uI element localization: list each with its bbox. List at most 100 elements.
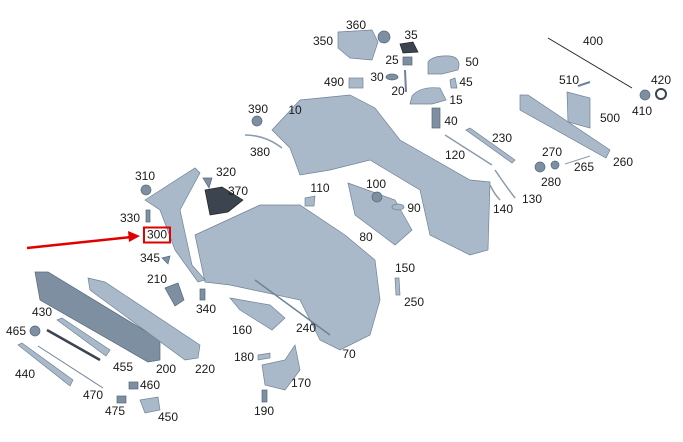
part-360[interactable] bbox=[377, 30, 391, 44]
part-420[interactable] bbox=[655, 88, 667, 100]
part-15[interactable] bbox=[409, 87, 447, 105]
part-210[interactable] bbox=[164, 282, 185, 307]
callout-180[interactable]: 180 bbox=[233, 350, 255, 364]
part-280[interactable] bbox=[534, 161, 546, 173]
part-80[interactable] bbox=[347, 182, 413, 246]
callout-300-highlighted[interactable]: 300 bbox=[142, 226, 172, 244]
part-450[interactable] bbox=[139, 396, 161, 414]
callout-320[interactable]: 320 bbox=[215, 165, 237, 179]
callout-265[interactable]: 265 bbox=[573, 160, 595, 174]
part-510[interactable] bbox=[577, 81, 591, 87]
part-70[interactable] bbox=[194, 204, 381, 351]
callout-230[interactable]: 230 bbox=[491, 131, 513, 145]
callout-90[interactable]: 90 bbox=[407, 201, 421, 215]
callout-500[interactable]: 500 bbox=[599, 111, 621, 125]
part-180[interactable] bbox=[257, 352, 271, 361]
part-370[interactable] bbox=[204, 186, 244, 216]
part-440[interactable] bbox=[17, 342, 74, 387]
part-240[interactable] bbox=[254, 279, 331, 336]
callout-280[interactable]: 280 bbox=[540, 175, 562, 189]
part-30[interactable] bbox=[385, 73, 399, 81]
part-350[interactable] bbox=[337, 29, 379, 61]
part-50[interactable] bbox=[427, 55, 460, 75]
callout-440[interactable]: 440 bbox=[14, 367, 36, 381]
callout-510[interactable]: 510 bbox=[558, 73, 580, 87]
part-265[interactable] bbox=[564, 155, 591, 165]
part-140[interactable] bbox=[489, 184, 501, 201]
callout-35[interactable]: 35 bbox=[404, 28, 418, 42]
callout-70[interactable]: 70 bbox=[342, 347, 356, 361]
callout-120[interactable]: 120 bbox=[444, 148, 466, 162]
part-100[interactable] bbox=[371, 191, 383, 203]
part-330[interactable] bbox=[145, 209, 151, 223]
callout-270[interactable]: 270 bbox=[541, 145, 563, 159]
part-455[interactable] bbox=[46, 328, 101, 362]
callout-470[interactable]: 470 bbox=[82, 388, 104, 402]
part-130[interactable] bbox=[494, 169, 516, 199]
callout-170[interactable]: 170 bbox=[290, 376, 312, 390]
callout-15[interactable]: 15 bbox=[449, 93, 463, 107]
part-410[interactable] bbox=[639, 89, 651, 101]
part-500[interactable] bbox=[566, 91, 591, 129]
callout-430[interactable]: 430 bbox=[31, 305, 53, 319]
part-465[interactable] bbox=[29, 325, 41, 337]
part-45[interactable] bbox=[449, 77, 458, 89]
part-110[interactable] bbox=[304, 195, 316, 207]
part-20[interactable] bbox=[404, 69, 407, 93]
part-230[interactable] bbox=[465, 127, 516, 164]
callout-30[interactable]: 30 bbox=[370, 70, 384, 84]
part-150[interactable] bbox=[394, 277, 401, 296]
callout-420[interactable]: 420 bbox=[650, 73, 672, 87]
callout-390[interactable]: 390 bbox=[247, 102, 269, 116]
part-120[interactable] bbox=[444, 134, 493, 166]
callout-45[interactable]: 45 bbox=[459, 75, 473, 89]
callout-140[interactable]: 140 bbox=[492, 202, 514, 216]
callout-200[interactable]: 200 bbox=[155, 362, 177, 376]
part-430[interactable] bbox=[56, 317, 111, 357]
callout-360[interactable]: 360 bbox=[345, 18, 367, 32]
callout-40[interactable]: 40 bbox=[444, 114, 458, 128]
callout-110[interactable]: 110 bbox=[310, 181, 330, 195]
callout-25[interactable]: 25 bbox=[385, 53, 399, 67]
part-270[interactable] bbox=[550, 160, 560, 170]
part-490[interactable] bbox=[348, 77, 364, 89]
part-10[interactable] bbox=[271, 94, 491, 256]
callout-220[interactable]: 220 bbox=[194, 362, 216, 376]
callout-130[interactable]: 130 bbox=[521, 192, 543, 206]
callout-370[interactable]: 370 bbox=[227, 184, 249, 198]
part-35[interactable] bbox=[399, 41, 419, 54]
callout-465[interactable]: 465 bbox=[5, 324, 27, 338]
callout-260[interactable]: 260 bbox=[612, 155, 634, 169]
callout-150[interactable]: 150 bbox=[394, 261, 416, 275]
callout-190[interactable]: 190 bbox=[253, 404, 275, 418]
callout-240[interactable]: 240 bbox=[295, 321, 317, 335]
callout-100[interactable]: 100 bbox=[365, 177, 387, 191]
part-400[interactable] bbox=[547, 37, 633, 89]
part-475[interactable] bbox=[116, 395, 127, 404]
callout-410[interactable]: 410 bbox=[631, 104, 653, 118]
callout-345[interactable]: 345 bbox=[139, 251, 161, 265]
part-380[interactable] bbox=[244, 134, 283, 149]
callout-330[interactable]: 330 bbox=[119, 211, 141, 225]
part-310[interactable] bbox=[140, 184, 152, 196]
callout-350[interactable]: 350 bbox=[312, 34, 334, 48]
callout-80[interactable]: 80 bbox=[359, 230, 373, 244]
part-170[interactable] bbox=[261, 344, 301, 391]
part-260[interactable] bbox=[519, 94, 611, 159]
callout-380[interactable]: 380 bbox=[249, 145, 271, 159]
callout-400[interactable]: 400 bbox=[582, 34, 604, 48]
part-220[interactable] bbox=[87, 277, 201, 361]
part-200[interactable] bbox=[34, 271, 161, 363]
part-340[interactable] bbox=[199, 288, 206, 301]
callout-50[interactable]: 50 bbox=[465, 55, 479, 69]
part-320[interactable] bbox=[202, 177, 213, 189]
part-25[interactable] bbox=[402, 56, 413, 66]
callout-450[interactable]: 450 bbox=[157, 410, 179, 424]
callout-10[interactable]: 10 bbox=[288, 103, 302, 117]
callout-490[interactable]: 490 bbox=[323, 75, 345, 89]
callout-250[interactable]: 250 bbox=[403, 295, 425, 309]
part-345[interactable] bbox=[161, 255, 171, 265]
callout-460[interactable]: 460 bbox=[139, 378, 161, 392]
part-90[interactable] bbox=[391, 203, 405, 211]
callout-20[interactable]: 20 bbox=[391, 84, 405, 98]
